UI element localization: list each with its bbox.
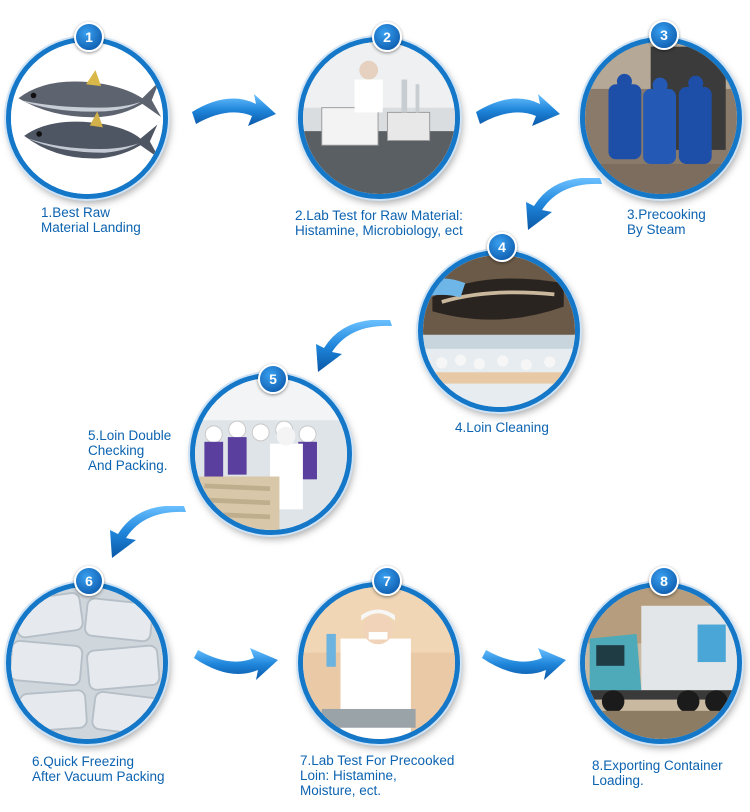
step-2-caption: 2.Lab Test for Raw Material: Histamine, …: [295, 208, 463, 238]
step-8-caption: 8.Exporting Container Loading.: [592, 758, 723, 788]
loin-packing-image: [195, 378, 347, 530]
step-1-photo: [6, 37, 168, 199]
caption-line: Loading.: [592, 773, 644, 788]
step-8-number-badge: 8: [649, 566, 679, 596]
arrow-1-to-2-icon: [192, 94, 276, 126]
caption-line: 6.Quick Freezing: [32, 754, 135, 769]
frozen-packs-image: [11, 587, 163, 739]
step-6-photo: [6, 582, 168, 744]
step-7-photo: [298, 582, 460, 744]
caption-line: After Vacuum Packing: [32, 769, 165, 784]
caption-line: Loin: Histamine,: [300, 768, 397, 783]
lab-image: [303, 42, 455, 194]
caption-line: 4.Loin Cleaning: [455, 420, 549, 435]
step-6-caption: 6.Quick Freezing After Vacuum Packing: [32, 754, 165, 784]
step-6-number-badge: 6: [74, 566, 104, 596]
steam-precooking-image: [585, 42, 737, 194]
step-4-number-badge: 4: [487, 232, 517, 262]
caption-line: Material Landing: [41, 220, 141, 235]
caption-line: 2.Lab Test for Raw Material:: [295, 208, 463, 223]
caption-line: 3.Precooking: [627, 207, 706, 222]
arrow-2-to-3-icon: [476, 94, 560, 126]
step-3-photo: [580, 37, 742, 199]
arrow-6-to-7-icon: [194, 648, 278, 680]
arrow-3-to-4-icon: [526, 178, 602, 230]
step-5-photo: [190, 373, 352, 535]
step-3-number-badge: 3: [649, 20, 679, 50]
caption-line: Moisture, ect.: [300, 783, 382, 798]
arrow-5-to-6-icon: [110, 506, 186, 558]
caption-line: 5.Loin Double: [88, 428, 172, 443]
step-4-caption: 4.Loin Cleaning: [455, 420, 549, 435]
tuna-fish-image: [11, 42, 163, 194]
caption-line: By Steam: [627, 222, 686, 237]
container-truck-image: [585, 587, 737, 739]
precooked-lab-test-image: [303, 587, 455, 739]
step-5-caption: 5.Loin Double Checking And Packing.: [88, 428, 171, 473]
caption-line: 1.Best Raw: [41, 205, 111, 220]
step-1-caption: 1.Best Raw Material Landing: [41, 205, 141, 235]
step-1-number-badge: 1: [74, 22, 104, 52]
step-4-photo: [418, 250, 580, 412]
step-2-photo: [298, 37, 460, 199]
step-3-caption: 3.Precooking By Steam: [627, 207, 706, 237]
step-2-number-badge: 2: [372, 22, 402, 52]
caption-line: Histamine, Microbiology, ect: [295, 223, 463, 238]
step-7-caption: 7.Lab Test For Precooked Loin: Histamine…: [300, 753, 454, 798]
step-8-photo: [580, 582, 742, 744]
arrow-4-to-5-icon: [316, 320, 392, 372]
caption-line: 7.Lab Test For Precooked: [300, 753, 455, 768]
caption-line: 8.Exporting Container: [592, 758, 723, 773]
step-7-number-badge: 7: [372, 566, 402, 596]
loin-cleaning-image: [423, 255, 575, 407]
caption-line: And Packing.: [88, 458, 168, 473]
arrow-7-to-8-icon: [482, 648, 566, 680]
step-5-number-badge: 5: [258, 364, 288, 394]
caption-line: Checking: [88, 443, 145, 458]
